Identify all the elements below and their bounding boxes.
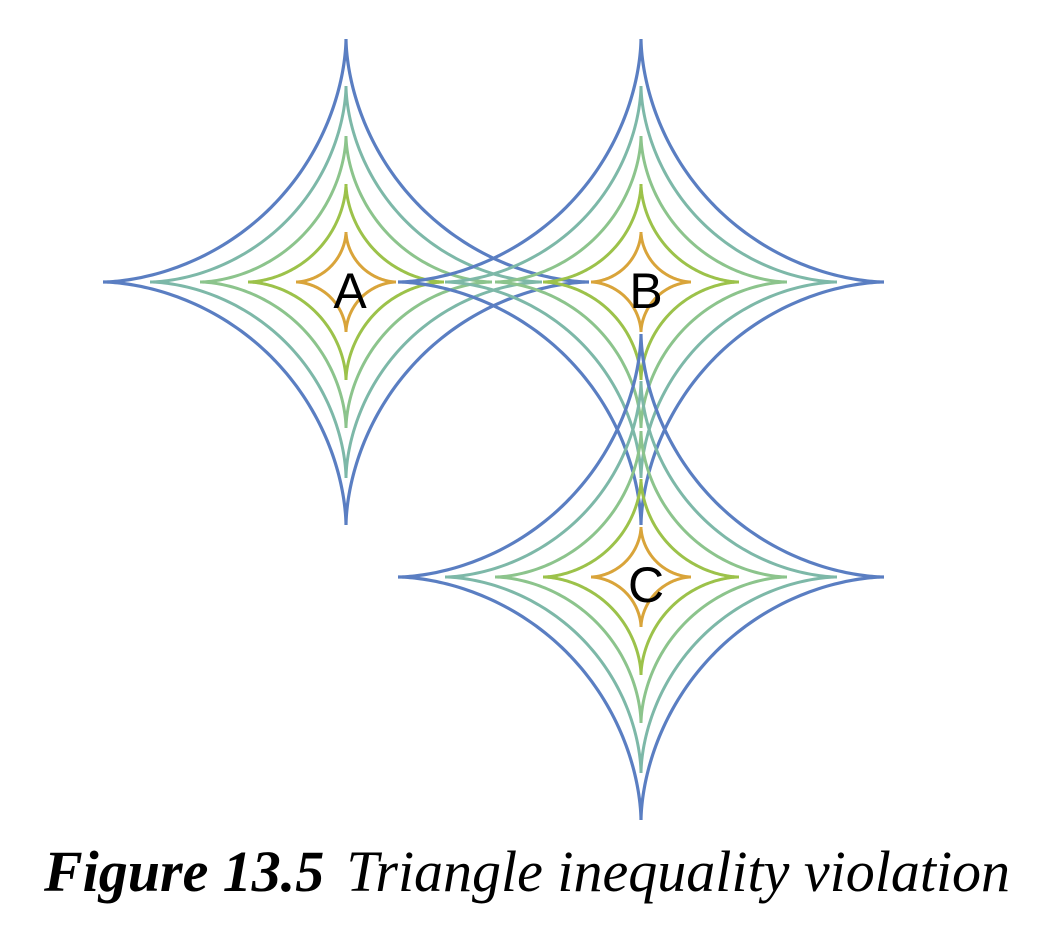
contour-b-5 bbox=[591, 232, 691, 332]
contour-group-c bbox=[398, 334, 884, 820]
contour-c-3 bbox=[495, 431, 787, 723]
point-label-a: A bbox=[333, 263, 367, 319]
contour-c-5 bbox=[591, 527, 691, 627]
contour-c-2 bbox=[445, 381, 837, 773]
contour-c-4 bbox=[543, 479, 739, 675]
contour-b-3 bbox=[495, 136, 787, 428]
figure-caption: Figure 13.5 Triangle inequality violation bbox=[0, 838, 1054, 905]
contour-a-5 bbox=[296, 232, 396, 332]
contour-a-4 bbox=[248, 184, 444, 380]
figure-number: Figure 13.5 bbox=[43, 839, 325, 904]
figure-title: Triangle inequality violation bbox=[346, 839, 1011, 904]
contour-a-1 bbox=[103, 39, 589, 525]
contour-a-2 bbox=[150, 86, 542, 478]
contour-b-2 bbox=[445, 86, 837, 478]
point-label-c: C bbox=[628, 557, 664, 613]
contour-group-a bbox=[103, 39, 589, 525]
contour-b-4 bbox=[543, 184, 739, 380]
contour-a-3 bbox=[200, 136, 492, 428]
point-label-b: B bbox=[629, 263, 662, 319]
contour-c-1 bbox=[398, 334, 884, 820]
diagram-canvas: A B C bbox=[103, 39, 884, 820]
